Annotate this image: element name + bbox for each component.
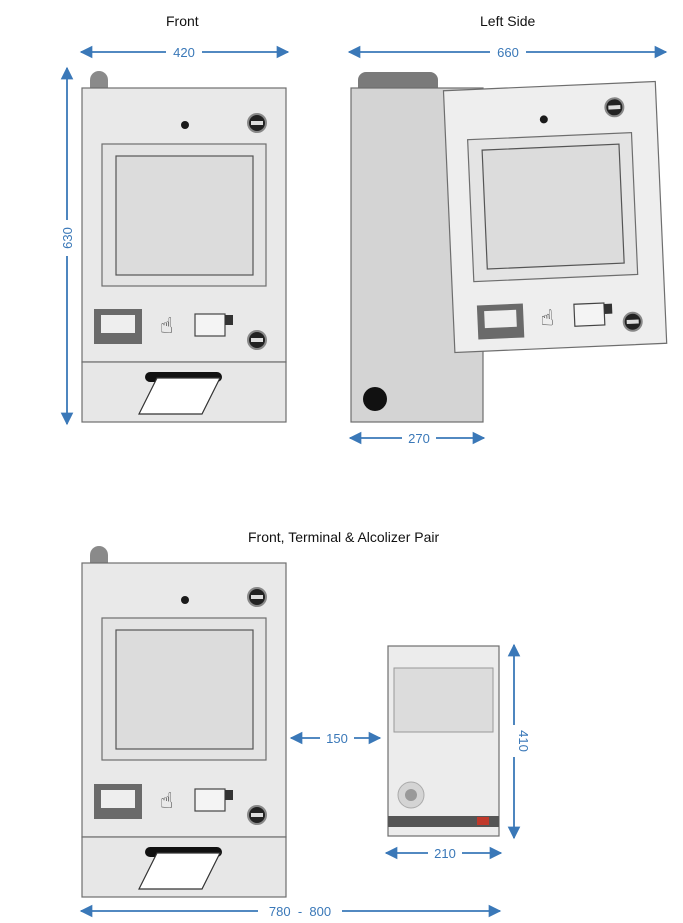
alcolizer-display (393, 667, 494, 733)
alcolizer-width-label: 210 (434, 846, 456, 861)
screen (115, 155, 254, 276)
card-icon (194, 313, 226, 337)
side-depth-label: 270 (408, 431, 430, 446)
left-side-title: Left Side (480, 13, 536, 29)
tap-hand-icon: ☝ (160, 313, 173, 338)
gap-label: 150 (326, 731, 348, 746)
camera-dot (539, 115, 548, 124)
front-title: Front (166, 13, 199, 29)
antenna-nub (90, 71, 108, 90)
antenna-nub (90, 546, 108, 565)
screen (115, 629, 254, 750)
alcolizer-stripe (388, 816, 499, 827)
pair-terminal: ☝ (81, 546, 287, 898)
printed-ticket (138, 377, 221, 415)
tap-hand-icon: ☝ (160, 788, 173, 813)
side-width-label: 660 (497, 45, 519, 60)
camera-dot (181, 596, 189, 604)
camera-dot (181, 121, 189, 129)
side-port (363, 387, 387, 411)
side-top-cap (358, 72, 438, 88)
pair-title: Front, Terminal & Alcolizer Pair (248, 529, 440, 545)
side-terminal: ☝ (350, 72, 668, 423)
front-width-label: 420 (173, 45, 195, 60)
alcolizer-height-label: 410 (516, 730, 531, 752)
mouthpiece-port (405, 789, 417, 801)
pair-width-label: 780 - 800 (269, 904, 331, 919)
card-icon (573, 302, 606, 327)
screen (481, 143, 625, 270)
front-height-label: 630 (60, 227, 75, 249)
front-terminal: ☝ (81, 71, 287, 423)
card-icon (194, 788, 226, 812)
alcolizer-unit (387, 645, 500, 837)
printed-ticket (138, 852, 221, 890)
tap-hand-icon: ☝ (540, 305, 554, 331)
